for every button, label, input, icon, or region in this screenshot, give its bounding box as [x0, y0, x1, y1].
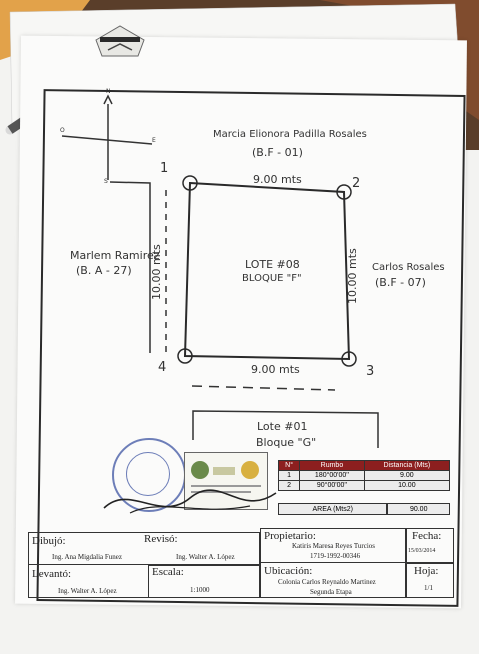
reviso-label: Revisó:: [144, 533, 178, 545]
north-label: N: [106, 88, 111, 95]
south-letter: S: [104, 178, 108, 185]
propietario-value: Katiris Maresa Reyes Turcios: [292, 542, 376, 550]
vertex-marker: [182, 175, 198, 191]
west-neighbor-code: (B. A - 27): [76, 264, 132, 277]
propietario-label: Propietario:: [264, 530, 316, 542]
area-value: 90.00: [387, 503, 450, 515]
east-letter: E: [152, 137, 156, 144]
dimension-bottom: 9.00 mts: [251, 363, 300, 376]
vertex-marker: [341, 351, 357, 367]
east-neighbor-code: (B.F - 07): [375, 276, 426, 289]
table-cell: 1: [277, 470, 301, 481]
vertex-marker: [177, 348, 193, 364]
dibujo-value: Ing. Ana Migdalia Funez: [52, 553, 122, 561]
table-cell: 2: [277, 480, 301, 491]
east-neighbor-name: Carlos Rosales: [372, 262, 445, 273]
table-row: 1 180°00'00'' 9.00: [277, 470, 451, 481]
ubicacion-value-2: Segunda Etapa: [310, 588, 352, 596]
fecha-value: 15/03/2014: [408, 548, 436, 554]
north-arrow-icon: [61, 94, 153, 180]
north-neighbor-name: Marcia Elionora Padilla Rosales: [213, 129, 367, 140]
table-cell: 90°00'00'': [299, 480, 365, 491]
ubicacion-value: Colonia Carlos Reynaldo Martinez: [278, 578, 376, 586]
dimension-top: 9.00 mts: [253, 173, 302, 186]
vertex-label: 4: [158, 360, 167, 375]
table-cell: 9.00: [363, 470, 451, 481]
lot-boundary: [183, 181, 351, 361]
signature: [103, 489, 277, 514]
ubicacion-label: Ubicación:: [264, 565, 313, 577]
vertex-label: 1: [160, 161, 169, 176]
south-lot-line: [192, 410, 379, 448]
propietario-id: 1719-1992-00346: [310, 552, 361, 560]
dashed-line: [191, 385, 336, 391]
dimension-right: 10.00 mts: [346, 248, 359, 304]
vertex-label: 2: [352, 176, 361, 191]
levanto-value: Ing. Walter A. López: [58, 587, 117, 595]
reviso-value: Ing. Walter A. López: [176, 553, 235, 561]
table-header-cell: Distancia (Mts): [363, 460, 451, 471]
south-lot-block: Bloque "G": [256, 436, 317, 449]
west-neighbor-name: Marlem Ramirez: [70, 249, 160, 262]
bearing-table: N° Rumbo Distancia (Mts) 1 180°00'00'' 9…: [277, 460, 451, 491]
table-header-cell: Rumbo: [299, 460, 365, 471]
fecha-label: Fecha:: [412, 530, 442, 542]
table-cell: 10.00: [363, 480, 451, 491]
main-lot-block: BLOQUE "F": [242, 273, 302, 284]
dibujo-label: Dibujó:: [32, 535, 66, 547]
hoja-label: Hoja:: [414, 565, 439, 577]
main-lot-title: LOTE #08: [245, 258, 300, 271]
escala-label: Escala:: [152, 566, 184, 578]
area-row: AREA (Mts2) 90.00: [278, 503, 450, 515]
table-header-cell: N°: [277, 460, 301, 471]
west-boundary-line: [109, 181, 151, 353]
table-header-row: N° Rumbo Distancia (Mts): [277, 460, 451, 471]
north-neighbor-code: (B.F - 01): [252, 146, 303, 159]
area-label: AREA (Mts2): [278, 503, 388, 515]
table-cell: 180°00'00'': [299, 470, 365, 481]
emblem-logo: [95, 25, 145, 57]
vertex-marker: [336, 184, 352, 200]
hoja-value: 1/1: [424, 584, 433, 592]
dimension-left: 10.00 mts: [150, 244, 163, 300]
south-lot-title: Lote #01: [257, 420, 308, 433]
escala-value: 1:1000: [190, 586, 210, 594]
levanto-label: Levantó:: [32, 568, 72, 580]
west-letter: O: [60, 127, 65, 134]
table-row: 2 90°00'00'' 10.00: [277, 480, 451, 491]
vertex-label: 3: [366, 364, 375, 379]
